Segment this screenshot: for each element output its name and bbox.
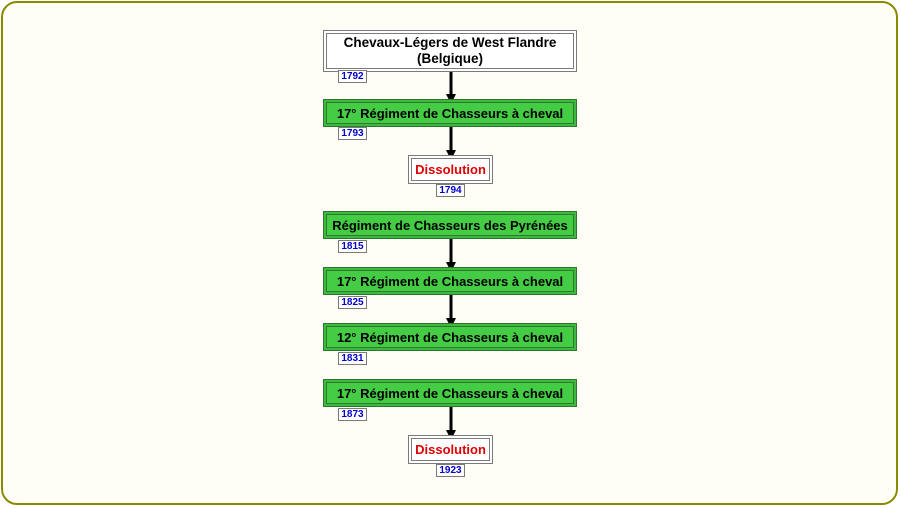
node-17-chasseurs-1825: 17° Régiment de Chasseurs à cheval xyxy=(323,267,577,295)
year-badge: 1825 xyxy=(338,296,367,309)
year-badge: 1793 xyxy=(338,127,367,140)
year-badge: 1923 xyxy=(436,464,465,477)
year-badge: 1794 xyxy=(436,184,465,197)
year-badge: 1873 xyxy=(338,408,367,421)
node-17-chasseurs-1793: 17° Régiment de Chasseurs à cheval xyxy=(323,99,577,127)
node-dissolution-1794: Dissolution xyxy=(408,155,493,184)
year-badge: 1815 xyxy=(338,240,367,253)
year-badge: 1831 xyxy=(338,352,367,365)
node-17-chasseurs-1873: 17° Régiment de Chasseurs à cheval xyxy=(323,379,577,407)
year-badge: 1792 xyxy=(338,70,367,83)
node-dissolution-1923: Dissolution xyxy=(408,435,493,464)
node-chevaux-legers: Chevaux-Légers de West Flandre (Belgique… xyxy=(323,30,577,72)
node-chasseurs-pyrenees: Régiment de Chasseurs des Pyrénées xyxy=(323,211,577,239)
node-12-chasseurs-1831: 12° Régiment de Chasseurs à cheval xyxy=(323,323,577,351)
